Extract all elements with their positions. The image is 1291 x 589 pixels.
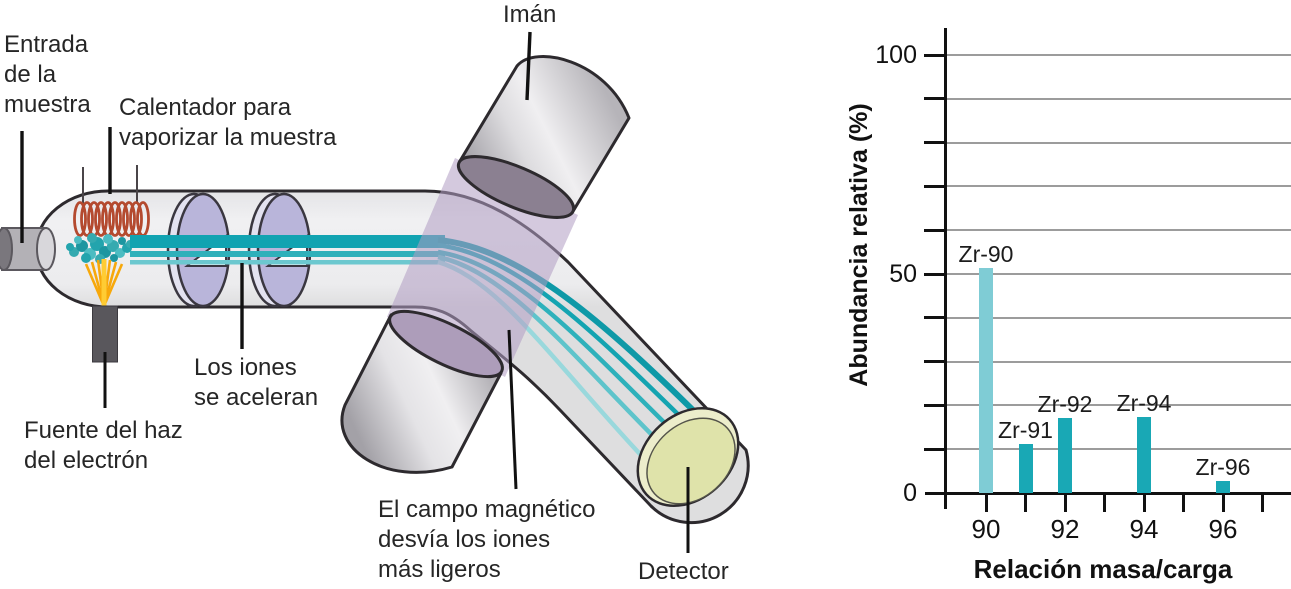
x-tick [1221, 493, 1225, 512]
y-tick [924, 403, 946, 407]
label-heater: Calentador para vaporizar la muestra [119, 94, 337, 151]
accelerator-plate-2 [247, 192, 312, 308]
label-detector: Detector [638, 558, 729, 585]
label-magnetic-field: El campo magnético desvía los iones más … [378, 496, 596, 583]
chart-gridline [944, 448, 1291, 451]
y-tick [924, 97, 946, 101]
x-tick [1024, 493, 1027, 512]
label-magnet: Imán [503, 1, 557, 28]
y-axis-line [944, 28, 947, 509]
x-tick [1182, 493, 1185, 512]
leader-lines [20, 31, 690, 553]
bar-zr-96 [1216, 480, 1230, 493]
bar-zr-94 [1137, 416, 1151, 493]
bar-zr-92 [1058, 417, 1072, 493]
spectrometer-schematic [0, 31, 750, 553]
magnet-bottom-icon [340, 309, 504, 474]
y-tick [924, 316, 946, 320]
x-tick-label: 96 [1208, 514, 1238, 544]
sample-inlet [0, 227, 56, 271]
y-tick-label: 50 [889, 260, 917, 288]
x-tick [1261, 493, 1264, 512]
y-tick [924, 360, 946, 364]
label-ions-accelerate: Los iones se aceleran [194, 354, 319, 411]
x-tick [984, 493, 988, 512]
ion-beam-icon [130, 235, 445, 265]
chart-gridline [944, 54, 1291, 56]
x-tick-label: 92 [1050, 514, 1080, 544]
y-tick [924, 447, 946, 451]
y-axis-title: Abundancia relativa (%) [845, 103, 873, 387]
chart-gridline [944, 141, 1291, 144]
label-sample-inlet: Entrada de la muestra [4, 31, 91, 118]
x-tick [1063, 493, 1067, 512]
chart-gridline [944, 229, 1291, 232]
y-tick [924, 272, 946, 276]
bar-label-zr-96: Zr-96 [1195, 453, 1251, 480]
y-tick [924, 184, 946, 188]
bar-zr-91 [1018, 443, 1033, 493]
leader-iman [525, 31, 532, 101]
x-tick-label: 94 [1129, 514, 1159, 544]
chart-gridline [944, 273, 1291, 275]
label-electron-source: Fuente del haz del electrón [24, 417, 183, 474]
chart-gridline [944, 316, 1291, 319]
electron-beam-rays-icon [84, 259, 124, 307]
x-tick-label: 90 [971, 514, 1001, 544]
bar-zr-90 [979, 267, 993, 493]
y-tick-label: 100 [875, 41, 917, 69]
bar-label-zr-90: Zr-90 [958, 240, 1014, 267]
bar-label-zr-94: Zr-94 [1116, 389, 1172, 416]
y-tick-label: 0 [903, 479, 917, 507]
detector-disc-icon [636, 406, 740, 508]
y-tick [924, 141, 946, 145]
chart-gridline [944, 185, 1291, 188]
sample-particles [66, 233, 134, 264]
y-tick [924, 53, 946, 57]
y-tick [924, 228, 946, 232]
x-tick [1103, 493, 1106, 512]
bar-label-zr-92: Zr-92 [1037, 390, 1093, 417]
x-tick [1142, 493, 1146, 512]
bar-label-zr-91: Zr-91 [998, 416, 1053, 443]
x-axis-title: Relación masa/carga [973, 554, 1233, 584]
accelerator-plate-1 [166, 192, 231, 308]
magnet-top-icon [456, 55, 631, 219]
x-axis-line [925, 491, 1291, 495]
chart-gridline [944, 97, 1291, 100]
chart-gridline [944, 360, 1291, 363]
leader-campo [507, 329, 518, 490]
chart-gridline [944, 404, 1291, 407]
